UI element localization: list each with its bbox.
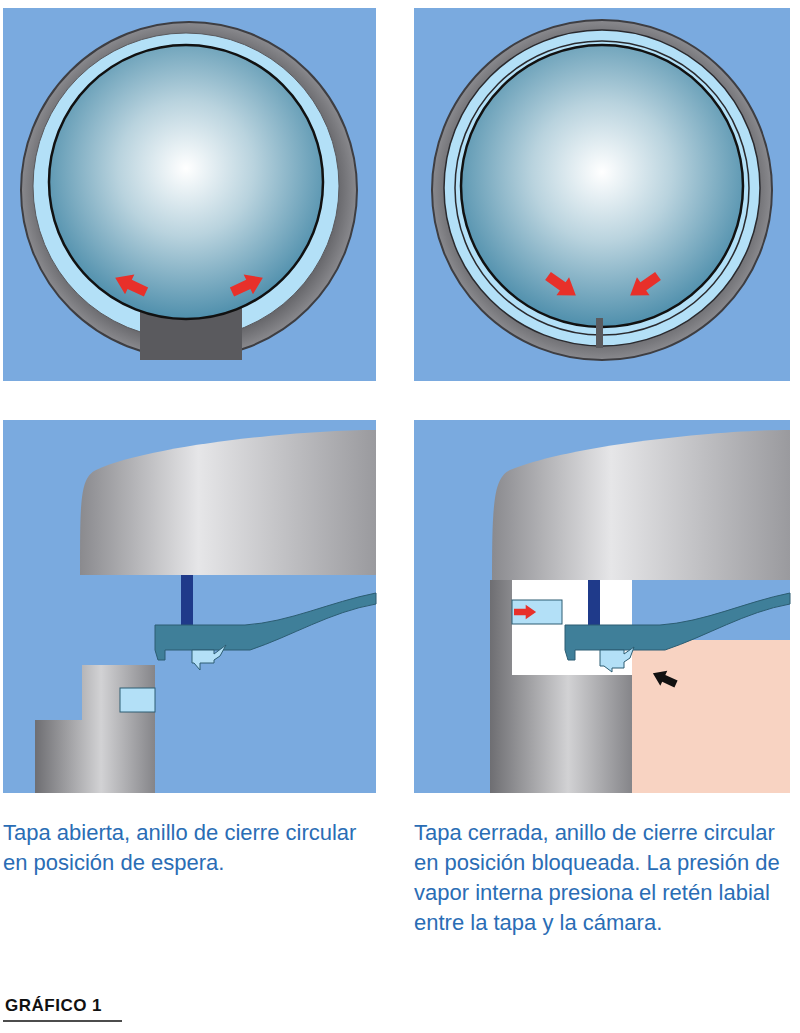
title-underline	[3, 1020, 122, 1022]
section-closed	[490, 430, 790, 793]
panel	[414, 420, 790, 793]
caption: Tapa abierta, anillo de cierre circular …	[3, 818, 375, 878]
panel	[3, 420, 376, 793]
top-view-open	[21, 22, 357, 360]
panel	[414, 8, 790, 381]
caption: Tapa cerrada, anillo de cierre circular …	[414, 818, 792, 938]
top-view-closed	[432, 20, 772, 360]
panel	[3, 8, 376, 381]
section-open	[35, 430, 376, 793]
figure-title: GRÁFICO 1	[5, 996, 102, 1016]
